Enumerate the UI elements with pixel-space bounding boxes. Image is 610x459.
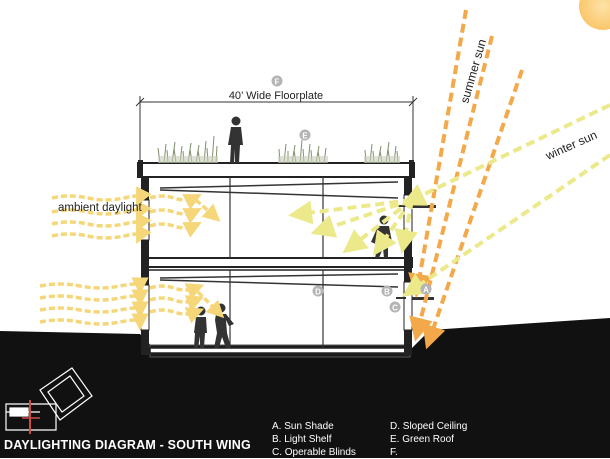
legend-column-2: D. Sloped Ceiling E. Green Roof F. — [390, 420, 467, 459]
legend-item: A. Sun Shade — [272, 421, 334, 432]
ambient-daylight-arrows — [39, 186, 225, 331]
sloped-ceiling-lower — [159, 273, 399, 279]
svg-text:D: D — [315, 288, 321, 297]
people-figures — [194, 116, 392, 348]
marker-e: E — [299, 129, 311, 141]
svg-text:F: F — [275, 78, 280, 87]
legend-item: B. Light Shelf — [272, 434, 332, 445]
building-section — [137, 160, 436, 358]
floorplate-label: 40’ Wide Floorplate — [229, 90, 323, 102]
legend-item: D. Sloped Ceiling — [390, 421, 468, 432]
svg-text:C: C — [392, 304, 398, 313]
sun-icon — [579, 0, 610, 30]
diagram-title: DAYLIGHTING DIAGRAM - SOUTH WING — [4, 438, 251, 452]
marker-f: F — [271, 75, 283, 87]
sloped-ceiling-upper — [159, 181, 399, 189]
marker-c: C — [389, 301, 401, 313]
marker-a: A — [420, 283, 432, 295]
svg-text:A: A — [423, 286, 429, 295]
marker-b: B — [381, 285, 393, 297]
sun-shade-upper — [412, 205, 436, 208]
ambient-daylight-label: ambient daylight — [58, 202, 143, 214]
south-wall — [404, 177, 412, 355]
legend-item: E. Green Roof — [390, 434, 454, 445]
svg-text:B: B — [384, 288, 390, 297]
legend-column-1: A. Sun Shade B. Light Shelf C. Operable … — [272, 420, 356, 459]
summer-sun-arrows — [408, 9, 524, 350]
marker-d: D — [312, 285, 324, 297]
sun-shade-lower — [412, 297, 434, 300]
legend-item: C. Operable Blinds — [272, 447, 356, 458]
second-floor-slab — [141, 257, 413, 268]
svg-text:E: E — [302, 132, 308, 141]
legend-item: F. — [390, 447, 398, 458]
key-plan-icon — [5, 367, 93, 434]
green-roof — [157, 135, 400, 164]
winter-sun-arrows — [288, 103, 610, 297]
north-wall — [141, 177, 149, 355]
floorplate-dimension — [135, 96, 418, 162]
roof-slab — [137, 162, 415, 178]
winter-sun-label: winter sun — [543, 128, 600, 163]
